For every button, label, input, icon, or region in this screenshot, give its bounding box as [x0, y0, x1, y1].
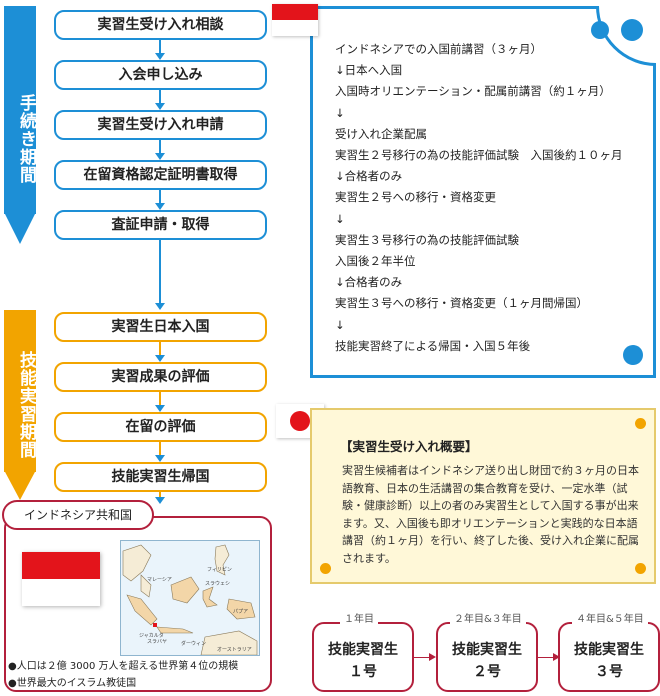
- stage-title: 技能実習生: [574, 642, 644, 658]
- corner-dot: [591, 21, 609, 39]
- stage-1: 技能実習生 １号: [312, 622, 414, 692]
- flow-connector: [155, 392, 165, 412]
- map-label: スラウェシ: [205, 580, 230, 587]
- timeline-line: 実習生３号への移行・資格変更（１ヶ月間帰国）: [335, 296, 588, 311]
- step-return: 技能実習生帰国: [54, 462, 267, 492]
- timeline-line: ↓日本へ入国: [335, 63, 403, 78]
- southeast-asia-map: フィリピン マレーシア ジャカルタ スラバヤ ダーウィン オーストラリア パプア…: [120, 540, 260, 656]
- stage-year: ２年目&３年目: [450, 612, 526, 628]
- stage-number: ２号: [473, 664, 501, 680]
- corner-dot: [623, 345, 643, 365]
- flow-arrow: [155, 90, 165, 110]
- timeline-line: ↓: [335, 211, 345, 226]
- step-entry: 実習生日本入国: [54, 312, 267, 342]
- map-graphic: フィリピン マレーシア ジャカルタ スラバヤ ダーウィン オーストラリア パプア…: [122, 544, 258, 656]
- corner-dot: [320, 563, 331, 574]
- timeline-line: 技能実習終了による帰国・入国５年後: [335, 338, 531, 353]
- stage-3: 技能実習生 ３号: [558, 622, 660, 692]
- indonesia-facts: ●人口は２億 3000 万人を超える世界第４位の規模 ●世界最大のイスラム教徒国: [8, 658, 238, 692]
- timeline-line: 実習生２号移行の為の技能評価試験 入国後約１０ヶ月: [335, 148, 623, 163]
- stage-2: 技能実習生 ２号: [436, 622, 538, 692]
- step-application: 実習生受け入れ申請: [54, 110, 267, 140]
- map-label: オーストラリア: [217, 647, 252, 653]
- step-certificate: 在留資格認定証明書取得: [54, 160, 267, 190]
- stage-arrow: [414, 653, 436, 661]
- map-label: ダーウィン: [181, 640, 206, 647]
- overview-body: 実習生候補者はインドネシア送り出し財団で約３ヶ月の日本語教育、日本の生活講習の集…: [342, 464, 639, 565]
- stage-year: １年目: [340, 612, 378, 628]
- timeline-line: 実習生２号への移行・資格変更: [335, 190, 496, 205]
- training-timeline-panel: インドネシアでの入国前講習（３ヶ月） ↓日本へ入国入国時オリエンテーション・配属前…: [310, 6, 656, 378]
- acceptance-overview-panel: 【実習生受け入れ概要】 実習生候補者はインドネシア送り出し財団で約３ヶ月の日本語…: [310, 408, 656, 584]
- map-label: スラバヤ: [147, 639, 167, 645]
- timeline-text: インドネシアでの入国前講習（３ヶ月） ↓日本へ入国入国時オリエンテーション・配属前…: [335, 39, 623, 357]
- timeline-line: ↓合格者のみ: [335, 275, 403, 290]
- map-label: マレーシア: [147, 577, 172, 583]
- flow-arrow: [155, 140, 165, 160]
- timeline-line: 受け入れ企業配属: [335, 126, 427, 141]
- fact-population: ●人口は２億 3000 万人を超える世界第４位の規模: [8, 661, 239, 672]
- timeline-line: 入国時オリエンテーション・配属前講習（約１ヶ月）: [335, 84, 611, 99]
- timeline-line: 入国後２年半位: [335, 254, 416, 269]
- stage-number: ３号: [595, 664, 623, 680]
- flow-arrow: [155, 40, 165, 60]
- procedure-period-label: 手続き期間: [16, 94, 36, 184]
- step-consultation: 実習生受け入れ相談: [54, 10, 267, 40]
- map-label: ジャカルタ: [139, 632, 164, 639]
- training-period-label: 技能実習期間: [16, 351, 36, 459]
- flow-arrow: [155, 190, 165, 210]
- stage-title: 技能実習生: [328, 642, 398, 658]
- map-label: フィリピン: [207, 567, 232, 573]
- corner-dot: [621, 19, 643, 41]
- timeline-line: インドネシアでの入国前講習（３ヶ月）: [335, 42, 542, 56]
- step-membership: 入会申し込み: [54, 60, 267, 90]
- corner-dot: [635, 563, 646, 574]
- fact-religion: ●世界最大のイスラム教徒国: [8, 678, 137, 689]
- indonesia-flag: [272, 4, 318, 36]
- indonesia-flag-large: [22, 552, 100, 606]
- stage-title: 技能実習生: [452, 642, 522, 658]
- stage-year: ４年目&５年目: [572, 612, 648, 628]
- step-visa: 査証申請・取得: [54, 210, 267, 240]
- timeline-line: ↓: [335, 317, 345, 332]
- timeline-line: 実習生３号移行の為の技能評価試験: [335, 232, 519, 247]
- overview-title: 【実習生受け入れ概要】: [340, 439, 478, 454]
- flow-connector: [155, 442, 165, 462]
- timeline-line: ↓: [335, 105, 345, 120]
- step-result-evaluation: 実習成果の評価: [54, 362, 267, 392]
- stage-number: １号: [349, 664, 377, 680]
- indonesia-tab: インドネシア共和国: [2, 500, 154, 530]
- stage-arrow: [538, 653, 560, 661]
- step-residence-evaluation: 在留の評価: [54, 412, 267, 442]
- timeline-line: ↓合格者のみ: [335, 169, 403, 184]
- flow-connector: [155, 342, 165, 362]
- corner-dot: [635, 418, 646, 429]
- flow-connector: [155, 492, 165, 504]
- map-label: パプア: [233, 609, 248, 615]
- flow-arrow: [155, 240, 165, 310]
